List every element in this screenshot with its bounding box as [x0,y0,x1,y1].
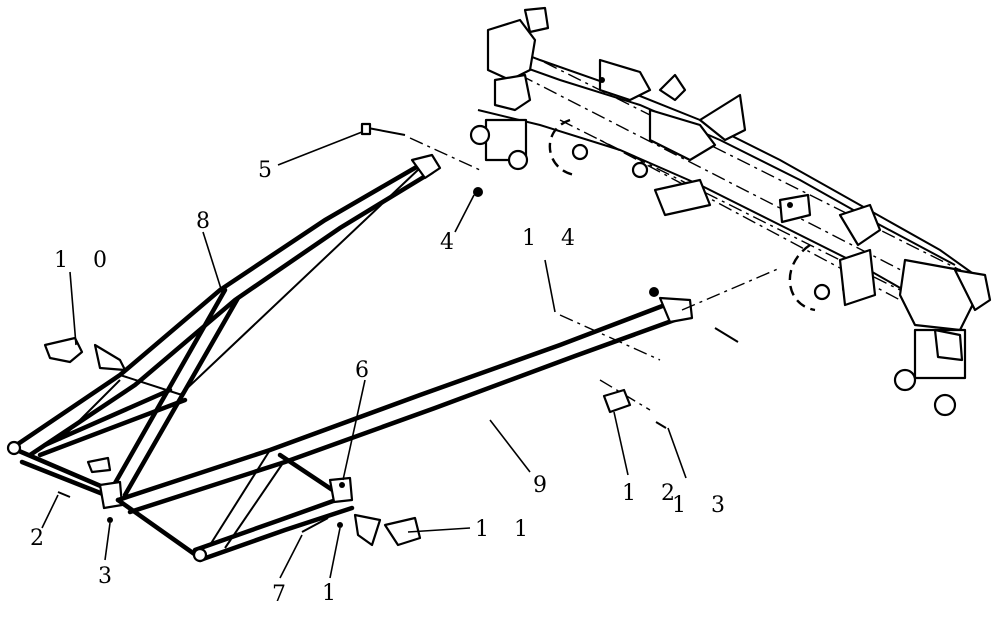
callout-1: 1 [322,581,345,606]
hardware-parts [43,122,739,547]
callout-6: 6 [355,358,378,383]
toolbar-assembly [469,6,992,417]
callout-10: 1 0 [54,248,116,273]
callout-8: 8 [196,209,219,234]
callout-3: 3 [98,564,121,589]
leader-lines [41,131,687,579]
callout-11: 1 1 [475,517,537,542]
callout-labels: 1 2 3 4 5 6 7 8 9 1 0 1 1 1 2 1 3 1 4 [30,158,734,607]
left-tow-arm [6,153,442,510]
callout-4: 4 [440,230,463,255]
callout-5: 5 [258,158,281,183]
callout-13: 1 3 [672,493,734,518]
callout-2: 2 [30,526,53,551]
callout-14: 1 4 [522,226,584,251]
callout-9: 9 [533,473,556,498]
right-tow-arm [115,267,781,563]
callout-7: 7 [272,582,295,607]
callout-12: 1 2 [622,481,684,506]
